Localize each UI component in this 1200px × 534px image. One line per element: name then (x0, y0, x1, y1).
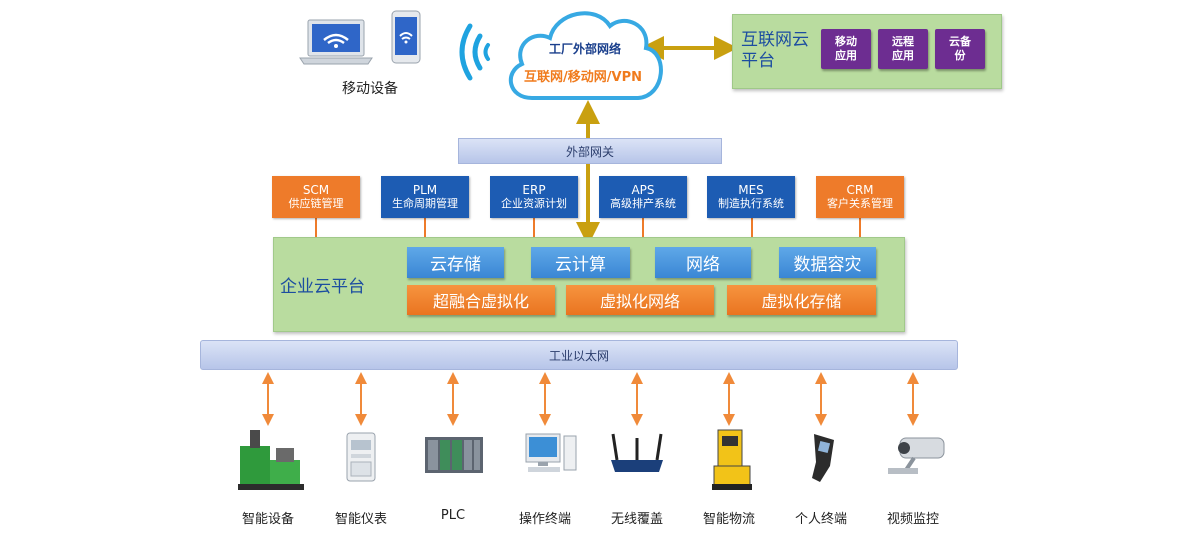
device-label-wireless-coverage: 无线覆盖 (610, 512, 663, 527)
service-cloud-storage: 云存储 (407, 247, 504, 278)
system-erp: ERP 企业资源计划 (490, 176, 578, 218)
mobile-devices-label: 移动设备 (342, 81, 398, 97)
enterprise-cloud-title: 企业云平台 (280, 277, 365, 297)
device-label-smart-logistics: 智能物流 (702, 512, 755, 527)
external-gateway-bar: 外部网关 (458, 138, 722, 164)
plc-rack-icon (425, 437, 483, 473)
system-name: 制造执行系统 (718, 197, 784, 210)
system-name: 企业资源计划 (501, 197, 567, 210)
service-network: 网络 (655, 247, 751, 278)
agv-forklift-icon (712, 429, 752, 490)
storage-virtualization: 虚拟化存储 (727, 285, 876, 315)
system-code: ERP (522, 183, 546, 197)
system-plm: PLM 生命周期管理 (381, 176, 469, 218)
app-cloud-backup: 云备 份 (935, 29, 985, 69)
system-code: MES (738, 183, 764, 197)
handheld-scanner-icon (812, 434, 834, 482)
device-label-personal-terminal: 个人终端 (794, 512, 847, 527)
service-disaster-recovery: 数据容灾 (779, 247, 876, 278)
device-label-smart-meter: 智能仪表 (334, 512, 387, 527)
industrial-ethernet-bar: 工业以太网 (200, 340, 958, 370)
system-crm: CRM 客户关系管理 (816, 176, 904, 218)
device-label-operator-terminal: 操作终端 (518, 512, 571, 527)
smart-meter-icon (346, 432, 376, 482)
cloud-title: 工厂外部网络 (548, 42, 621, 56)
hyper-converged-virtualization: 超融合虚拟化 (407, 285, 555, 315)
service-cloud-computing: 云计算 (531, 247, 630, 278)
laptop-icon (299, 19, 373, 65)
system-code: SCM (302, 183, 330, 197)
system-name: 客户关系管理 (827, 197, 893, 210)
app-mobile: 移动 应用 (821, 29, 871, 69)
system-name: 生命周期管理 (392, 197, 458, 210)
cloud-shape (508, 11, 663, 100)
device-label-video-surveillance: 视频监控 (886, 512, 939, 527)
internet-platform-title: 互联网云平台 (741, 30, 809, 71)
wireless-signal-icon (459, 23, 490, 81)
wireless-router-icon (611, 433, 663, 472)
system-scm: SCM 供应链管理 (272, 176, 360, 218)
system-code: PLM (412, 183, 438, 197)
system-aps: APS 高级排产系统 (599, 176, 687, 218)
smartphone-icon (391, 10, 421, 64)
device-label-plc: PLC (440, 508, 466, 523)
device-label-smart-equipment: 智能设备 (241, 512, 294, 527)
cloud-subtitle: 互联网/移动网/VPN (524, 70, 642, 85)
system-code: CRM (846, 183, 874, 197)
app-remote: 远程 应用 (878, 29, 928, 69)
cctv-camera-icon (888, 437, 945, 474)
computer-terminal-icon (525, 433, 577, 472)
network-virtualization: 虚拟化网络 (566, 285, 714, 315)
kneader-machine-icon (238, 430, 304, 490)
system-name: 供应链管理 (288, 197, 344, 210)
system-name: 高级排产系统 (610, 197, 676, 210)
system-code: APS (631, 183, 655, 197)
system-mes: MES 制造执行系统 (707, 176, 795, 218)
